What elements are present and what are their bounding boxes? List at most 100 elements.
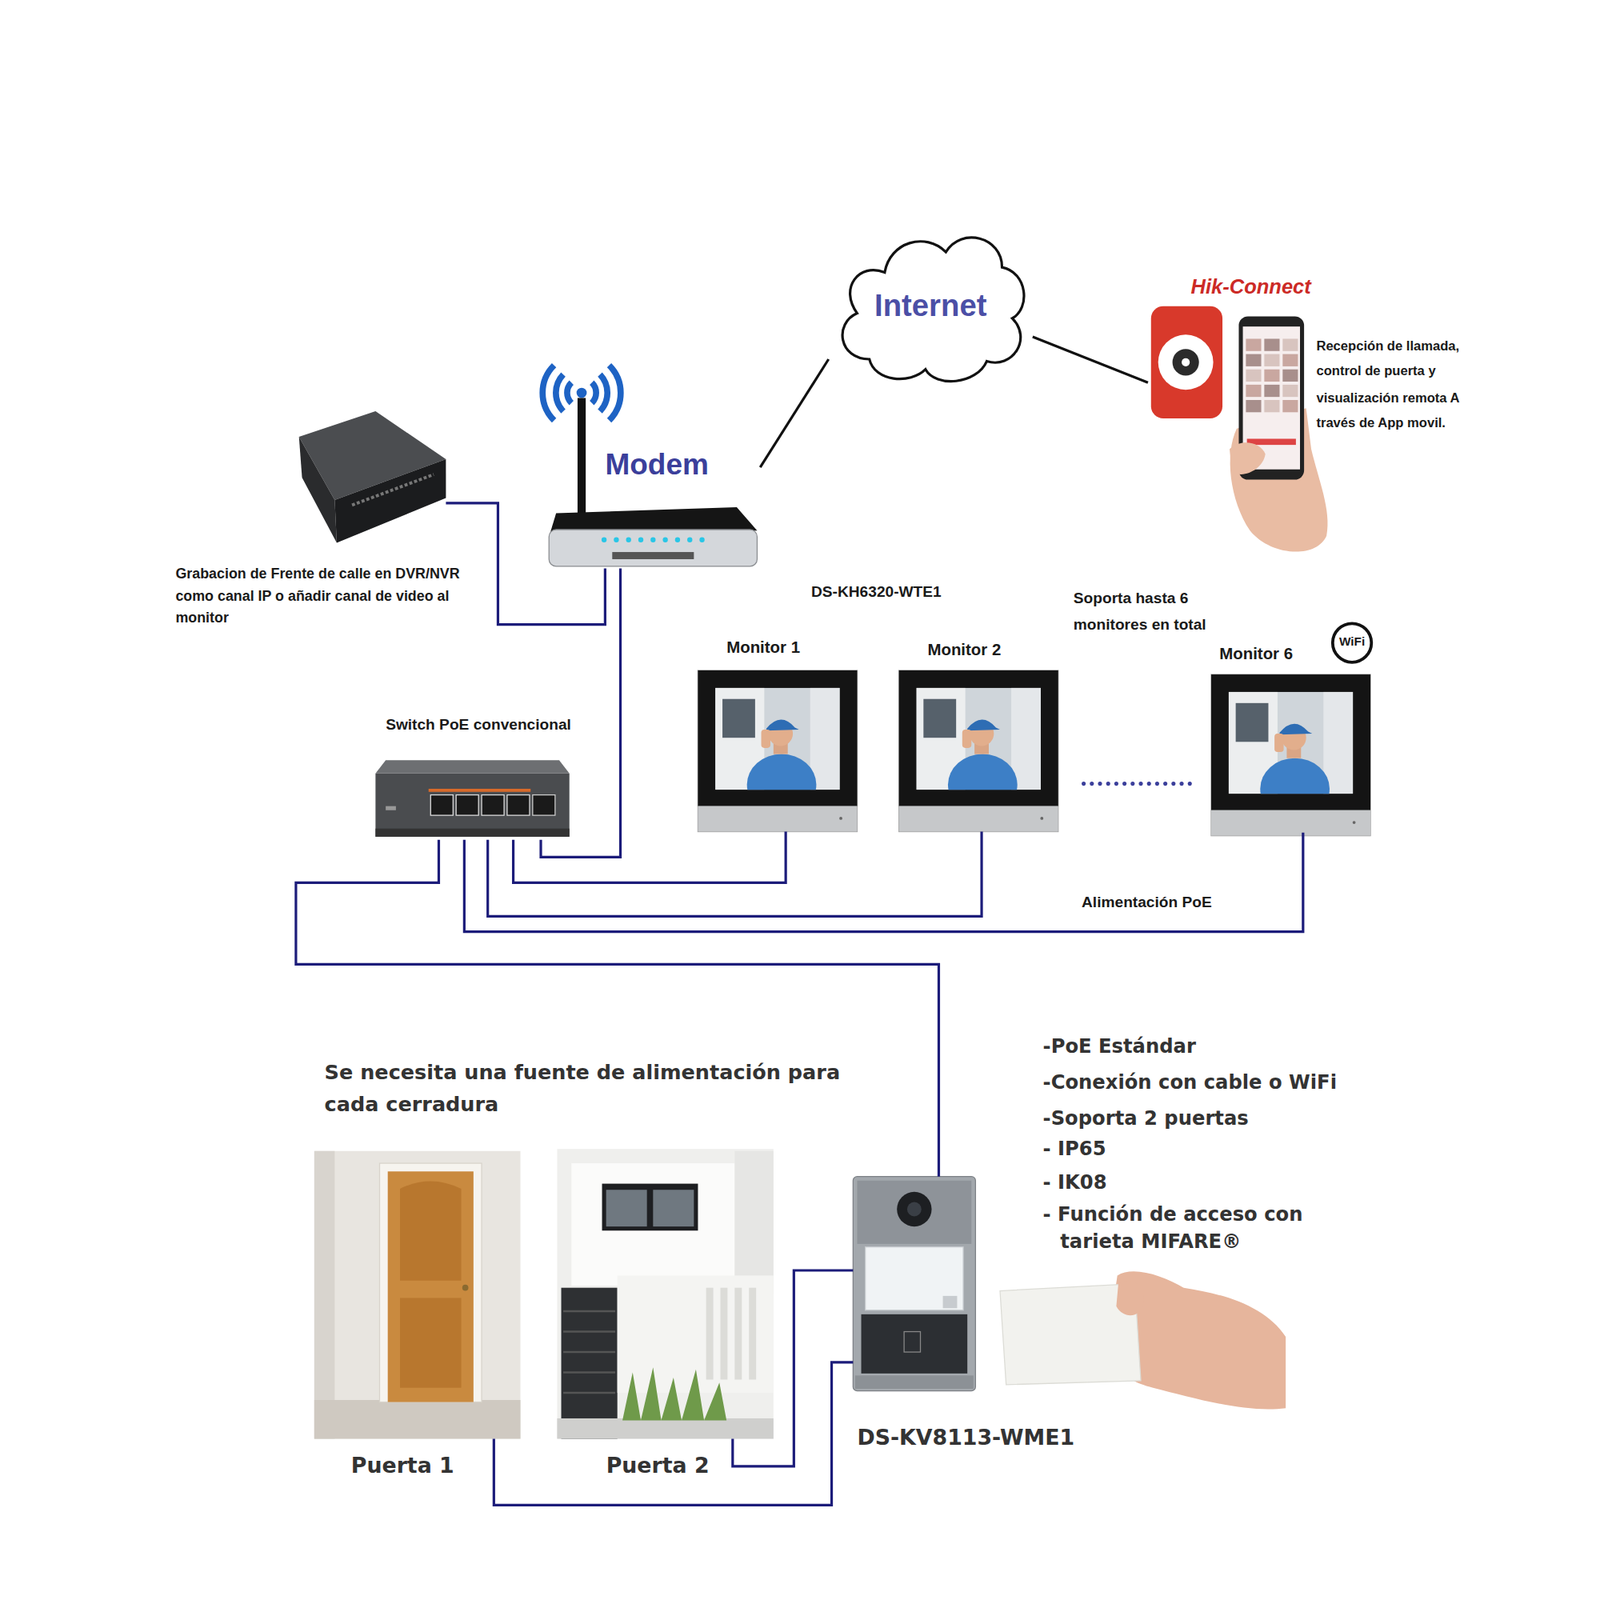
door-station (943, 1296, 958, 1308)
hik-connect-app (1245, 338, 1298, 412)
poe-switch (481, 795, 504, 816)
hik-connect-app (1151, 306, 1223, 419)
wifi-modem (699, 537, 704, 543)
mifare-card-hand (1000, 1271, 1286, 1409)
annotation-text: - Función de acceso con tarieta MIFARE® (1043, 1200, 1332, 1255)
wifi-badge (1332, 623, 1372, 662)
house-facade-photo (748, 1288, 756, 1380)
house-facade-photo (556, 1418, 773, 1440)
door-station (896, 1192, 932, 1227)
ellipsis-dots (1163, 781, 1168, 786)
house-facade-photo (563, 1310, 616, 1313)
hik-connect-app (1282, 400, 1298, 412)
house-facade-photo (602, 1184, 699, 1232)
hik-connect-app (1245, 338, 1261, 351)
wifi-modem (542, 365, 554, 421)
ellipsis-dots (1179, 781, 1184, 786)
hik-connect-app (1264, 400, 1280, 412)
wifi-modem (608, 365, 620, 421)
ellipsis-dots (1122, 781, 1127, 786)
network-cable (488, 832, 982, 917)
indoor-monitor (899, 670, 1059, 832)
network-cable (493, 1362, 853, 1506)
wifi-modem (542, 365, 757, 567)
ellipsis-dots (1147, 781, 1152, 786)
wifi-modem (613, 537, 619, 543)
annotation-text: Soporta hasta 6 monitores en total (1073, 584, 1217, 639)
node-label: Puerta 2 (606, 1452, 710, 1480)
door-station (861, 1314, 968, 1374)
house-facade-photo (563, 1371, 616, 1374)
door-photo (462, 1284, 469, 1292)
door-node: Puerta 2 (556, 1148, 773, 1439)
network-cable (760, 359, 828, 468)
annotation-text: -Soporta 2 puertas (1043, 1104, 1249, 1130)
network-cable (513, 832, 787, 884)
door-station (852, 1176, 976, 1392)
node-label: Monitor 6 (1219, 644, 1293, 666)
door-photo (400, 1180, 462, 1280)
dvr-recorder (299, 411, 447, 544)
poe-switch (456, 795, 479, 816)
ellipsis-dots (1114, 781, 1119, 786)
ellipsis-dots (1097, 781, 1102, 786)
wifi-modem (687, 537, 692, 543)
annotation-text: -PoE Estándar (1043, 1033, 1196, 1059)
poe-switch (532, 795, 556, 816)
node-label: Internet (828, 285, 1033, 326)
door-station-node: DS-KV8113-WME1 (852, 1176, 976, 1392)
door-station (865, 1247, 964, 1311)
wifi-modem (601, 537, 607, 543)
house-facade-photo (706, 1288, 714, 1380)
door-photo (400, 1297, 462, 1388)
door-station (907, 1202, 922, 1217)
hik-connect-app (1282, 338, 1298, 351)
network-cable (540, 568, 620, 857)
modem-node: Modem (545, 352, 760, 568)
poe-switch (375, 828, 569, 837)
ellipsis-dots (1138, 781, 1143, 786)
ellipsis-dots (1081, 781, 1192, 786)
door-photo (314, 1400, 521, 1439)
door-node: Puerta 1 (314, 1151, 521, 1440)
recorder-node: Grabacion de Frente de calle en DVR/NVR … (297, 410, 446, 544)
wifi-modem (577, 397, 586, 516)
house-facade-photo (571, 1163, 735, 1286)
house-facade-photo (606, 1189, 648, 1227)
house-facade-photo (563, 1330, 616, 1333)
node-label: Puerta 1 (351, 1452, 455, 1480)
network-cable (445, 503, 605, 625)
annotation-text: DS-KH6320-WTE1 (811, 581, 942, 602)
app-node: Hik-ConnectRecepción de llamada, control… (1148, 304, 1332, 560)
mifare-card-hand (1113, 1271, 1286, 1409)
hik-connect-app (1264, 384, 1280, 397)
wifi-modem (548, 529, 757, 567)
wifi-modem (556, 374, 564, 412)
door-photo (314, 1151, 336, 1440)
door-station (852, 1176, 976, 1392)
internet-cloud: Internet (828, 216, 1033, 395)
house-facade-photo (561, 1288, 618, 1440)
house-facade-photo (563, 1311, 616, 1393)
ellipsis-dots (1089, 781, 1094, 786)
node-label: Monitor 2 (927, 640, 1001, 662)
house-facade-photo (720, 1288, 728, 1380)
poe-switch (385, 806, 396, 811)
ellipsis-dots (1106, 781, 1111, 786)
ellipsis-dots (1171, 781, 1176, 786)
monitor-node: Monitor 1 (697, 670, 857, 832)
house-facade-photo (734, 1288, 742, 1380)
annotation-text: Alimentación PoE (1081, 892, 1212, 912)
wifi-modem (638, 537, 644, 543)
monitor-node: Monitor 2 (899, 670, 1059, 832)
wifi-modem (626, 537, 632, 543)
wifi-modem (612, 552, 694, 560)
node-label: Monitor 1 (726, 637, 800, 660)
network-cable (732, 1270, 854, 1467)
poe-switch (375, 760, 569, 837)
door-photo (388, 1171, 474, 1402)
node-label: Modem (604, 445, 708, 484)
indoor-monitor (1211, 674, 1371, 836)
network-cable (1032, 336, 1148, 383)
door-station (904, 1332, 920, 1353)
